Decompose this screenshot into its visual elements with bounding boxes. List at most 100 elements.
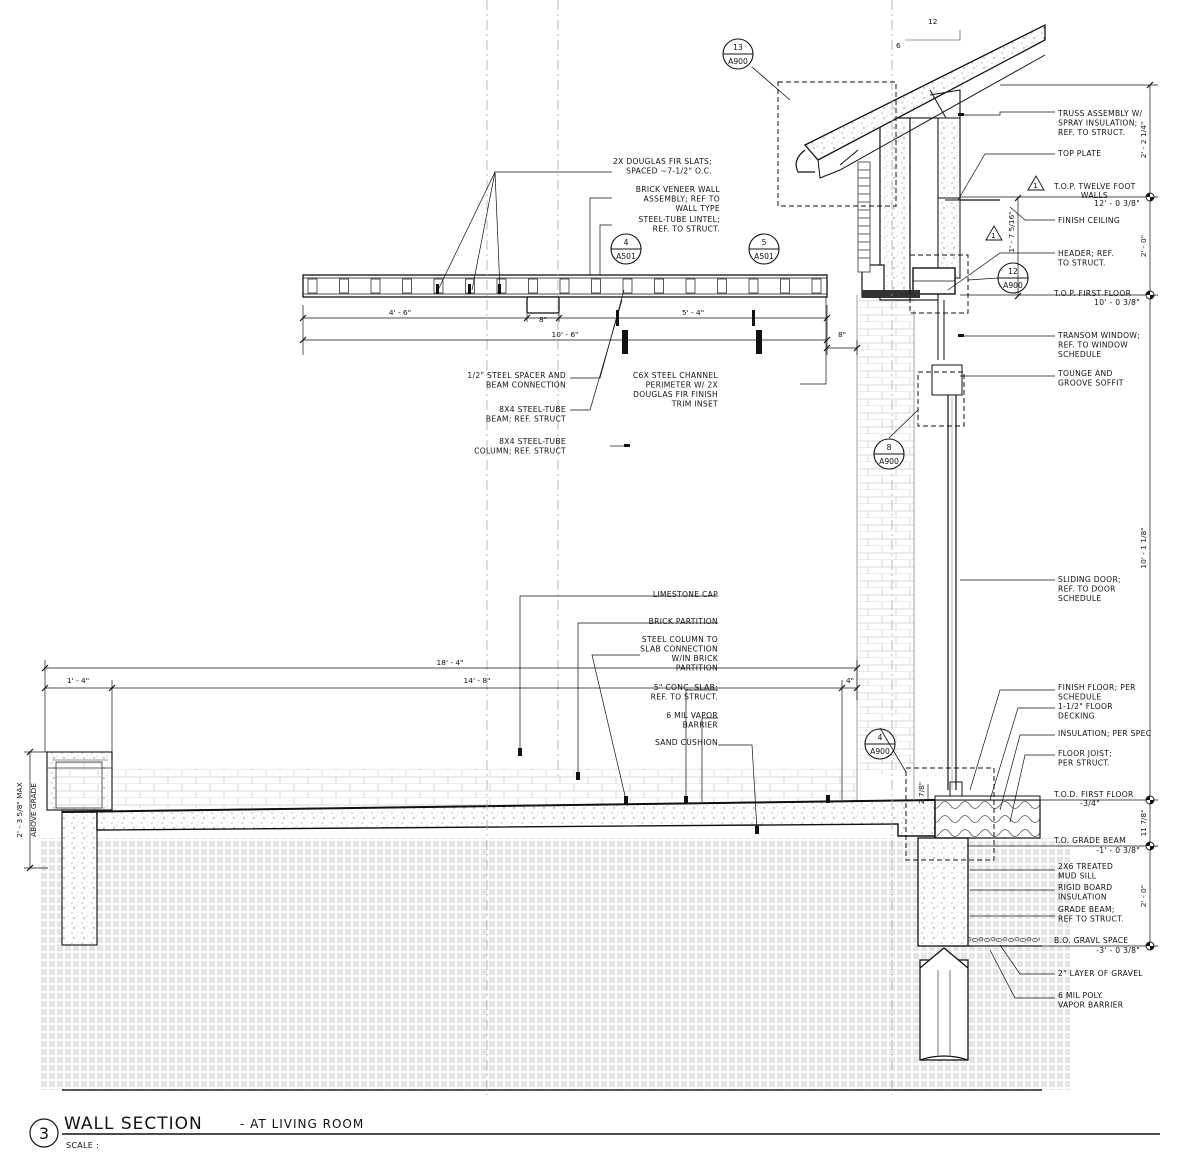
callout-note: REF. TO DOOR xyxy=(1058,585,1116,594)
callout-note: ASSEMBLY; REF TO xyxy=(644,195,721,204)
callout-note: INSULATION; PER SPEC xyxy=(1058,729,1151,738)
dim-right-5: 2' - 0" xyxy=(1139,885,1148,907)
callout-note: FINISH CEILING xyxy=(1058,216,1120,225)
elev-label-2: T.O.P. FIRST FLOOR xyxy=(1053,289,1132,298)
callout-note: 1/2" STEEL SPACER AND xyxy=(467,371,566,380)
brick-veneer-upper xyxy=(857,161,871,273)
dim-canopy-total: 10' - 6" xyxy=(552,330,579,339)
callout-note: PARTITION xyxy=(676,664,718,673)
sliding-door xyxy=(931,300,963,790)
callout-note: SCHEDULE xyxy=(1058,594,1101,603)
callout-note: GROOVE SOFFIT xyxy=(1058,379,1124,388)
callout-note: SLIDING DOOR; xyxy=(1058,575,1121,584)
callout-note: W/IN BRICK xyxy=(672,654,719,663)
bubble-number: 4 xyxy=(878,733,883,742)
elev-value-5: -3' - 0 3/8" xyxy=(1096,946,1140,955)
dim-right-2: 2' - 0" xyxy=(1139,235,1148,257)
canopy-slat xyxy=(748,278,759,294)
callout-note: FLOOR JOIST; xyxy=(1058,749,1112,758)
elev-value-1: 12' - 0 3/8" xyxy=(1094,199,1140,208)
callout-note: TRANSOM WINDOW; xyxy=(1057,331,1140,340)
bubble-sheet-ref: A501 xyxy=(616,252,636,261)
canopy-slat xyxy=(339,278,349,294)
gravel-space xyxy=(968,934,1040,946)
callout-note: TRIM INSET xyxy=(671,400,718,409)
elev-value-2: 10' - 0 3/8" xyxy=(1094,298,1140,307)
callout-note: TO STRUCT. xyxy=(1057,259,1106,268)
canopy-slat xyxy=(717,278,727,294)
steel-tube-beam xyxy=(526,296,560,314)
callout-note: 2X6 TREATED xyxy=(1058,862,1113,871)
callout-note: PERIMETER W/ 2X xyxy=(646,381,718,390)
detail-box-12 xyxy=(909,254,969,314)
callout-note: PER STRUCT. xyxy=(1058,759,1110,768)
dim-slab-b: 14' - 8" xyxy=(464,676,491,685)
callout-note: STEEL COLUMN TO xyxy=(642,635,718,644)
callout-note: 2" LAYER OF GRAVEL xyxy=(1058,969,1143,978)
elev-label-5: B.O. GRAVL SPACE xyxy=(1054,936,1128,945)
callout-note: 8X4 STEEL-TUBE xyxy=(499,437,566,446)
title-number: 3 xyxy=(39,1124,49,1143)
grade-beam xyxy=(917,837,969,947)
callout-note: GRADE BEAM; xyxy=(1058,905,1115,914)
earth-hatch xyxy=(40,838,1070,1090)
callout-note: SAND CUSHION xyxy=(655,738,718,747)
revision-triangle-b xyxy=(985,225,1003,241)
title-number-circle xyxy=(29,1118,59,1148)
bubble-number: 13 xyxy=(733,43,743,52)
dim-slab-c: 4" xyxy=(846,676,854,685)
dim-right-4: 11 7/8" xyxy=(1139,809,1148,836)
callout-note: REF. TO WINDOW xyxy=(1058,341,1128,350)
callout-note: WALL TYPE xyxy=(675,204,720,213)
callout-note: DOUGLAS FIR FINISH xyxy=(633,390,718,399)
callout-note: INSULATION xyxy=(1058,893,1107,902)
callout-note: 2X DOUGLAS FIR SLATS; xyxy=(613,157,712,166)
dim-canopy-b: 8" xyxy=(539,315,547,324)
dim-canopy-a: 4' - 6" xyxy=(389,308,411,317)
elev-label-4: T.O. GRADE BEAM xyxy=(1053,836,1126,845)
callout-note: SCHEDULE xyxy=(1058,693,1101,702)
leader-lines xyxy=(437,111,1055,999)
bubble-number: 4 xyxy=(624,238,629,247)
dim-wall-height: 2' - 3 5/8" MAX xyxy=(15,782,24,837)
revision-mark-a: 1 xyxy=(1033,181,1038,190)
bubble-sheet-ref: A501 xyxy=(754,252,774,261)
brick-partition-low xyxy=(112,768,857,808)
callout-note: BRICK PARTITION xyxy=(649,617,718,626)
elev-label-1b: WALLS xyxy=(1081,191,1108,200)
elev-label-1: T.O.P. TWELVE FOOT xyxy=(1053,182,1136,191)
detail-box-13 xyxy=(777,81,897,207)
gutter xyxy=(795,149,815,173)
callout-note: BEAM CONNECTION xyxy=(486,381,566,390)
roof-slope-rise: 6 xyxy=(896,41,901,50)
bubble-number: 8 xyxy=(887,443,892,452)
dim-right-top: 2' - 2 1/4" xyxy=(1139,122,1148,158)
callout-note: DECKING xyxy=(1058,712,1095,721)
dimension-lines xyxy=(24,84,1158,947)
dim-slab-a: 1' - 4" xyxy=(67,676,89,685)
canopy-slat xyxy=(685,278,696,294)
canopy-slat xyxy=(559,278,570,294)
steel-column-b xyxy=(756,330,762,354)
callout-note: 1-1/2" FLOOR xyxy=(1058,702,1113,711)
elev-value-3: -3/4" xyxy=(1080,799,1100,808)
revision-mark-b: 1 xyxy=(991,231,996,240)
callout-note: 6 MIL VAPOR xyxy=(666,711,718,720)
dim-ceiling-gap: 1' - 7 5/16" xyxy=(1007,211,1016,252)
dim-floor-gap: 2 7/8" xyxy=(917,782,926,804)
roof-assembly xyxy=(803,23,1046,161)
bubble-sheet-ref: A900 xyxy=(1003,281,1023,290)
roof-slope-run: 12 xyxy=(928,17,937,26)
notes-left: 2X DOUGLAS FIR SLATS;SPACED ~7-1/2" O.C.… xyxy=(467,157,720,747)
callout-note: BEAM; REF. STRUCT xyxy=(486,415,566,424)
dim-canopy-offset: 8" xyxy=(838,330,846,339)
callout-note: C6X STEEL CHANNEL xyxy=(633,371,719,380)
